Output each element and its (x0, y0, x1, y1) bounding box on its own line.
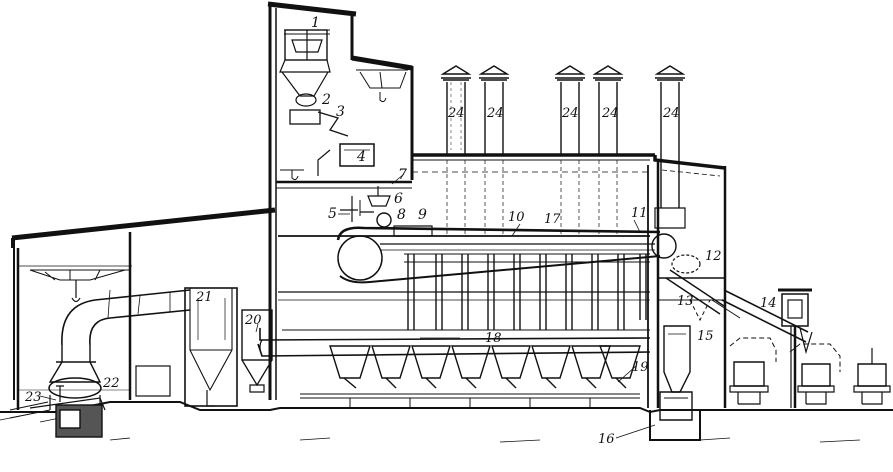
callout-1: 1 (311, 15, 320, 31)
bucket-elevator-15 (649, 299, 711, 441)
callout-8: 8 (397, 207, 406, 223)
callout-24-a: 24 (447, 106, 465, 121)
callout-18: 18 (485, 331, 502, 346)
receiving-hoppers (300, 345, 641, 408)
callout-21: 21 (195, 290, 213, 305)
feed-pipes (404, 253, 650, 330)
callout-20: 20 (244, 313, 262, 328)
callout-6: 6 (394, 191, 403, 207)
callout-15: 15 (697, 329, 714, 344)
callout-10: 10 (508, 210, 525, 225)
callout-12: 12 (705, 249, 722, 264)
furnace-building (278, 153, 727, 408)
ground-line (0, 401, 893, 443)
callout-14: 14 (760, 296, 777, 311)
leader-lines (39, 173, 656, 439)
charging-tower (267, 1, 433, 400)
callout-labels: 1 2 3 4 5 6 7 8 9 10 11 12 13 14 15 16 1… (24, 15, 777, 447)
callout-13: 13 (677, 294, 694, 309)
callout-23: 23 (24, 390, 42, 405)
callout-17: 17 (544, 212, 561, 227)
exhaust-duct (9, 289, 191, 438)
callout-22: 22 (102, 376, 120, 391)
callout-16: 16 (598, 432, 615, 447)
carbide-drums (729, 337, 891, 405)
crusher-and-inclined-conveyor (665, 254, 813, 355)
stack-base-23 (56, 385, 64, 402)
electrical-cabinet (135, 365, 171, 397)
callout-9: 9 (418, 207, 427, 223)
callout-2: 2 (321, 92, 331, 108)
control-cabin (778, 288, 812, 408)
ventilation-stacks (440, 65, 686, 236)
callout-24-d: 24 (601, 106, 619, 121)
filter-tank-21 (184, 287, 238, 407)
callout-5: 5 (328, 206, 337, 222)
charging-conveyor (336, 226, 677, 284)
callout-19: 19 (632, 360, 649, 375)
collector-duct-18 (257, 328, 651, 357)
callout-24-b: 24 (486, 106, 504, 121)
callout-3: 3 (336, 104, 345, 120)
callout-4: 4 (356, 149, 366, 165)
callout-24-c: 24 (561, 106, 579, 121)
hopper-20 (241, 309, 273, 393)
callout-11: 11 (631, 206, 648, 221)
callout-24-e: 24 (662, 106, 680, 121)
